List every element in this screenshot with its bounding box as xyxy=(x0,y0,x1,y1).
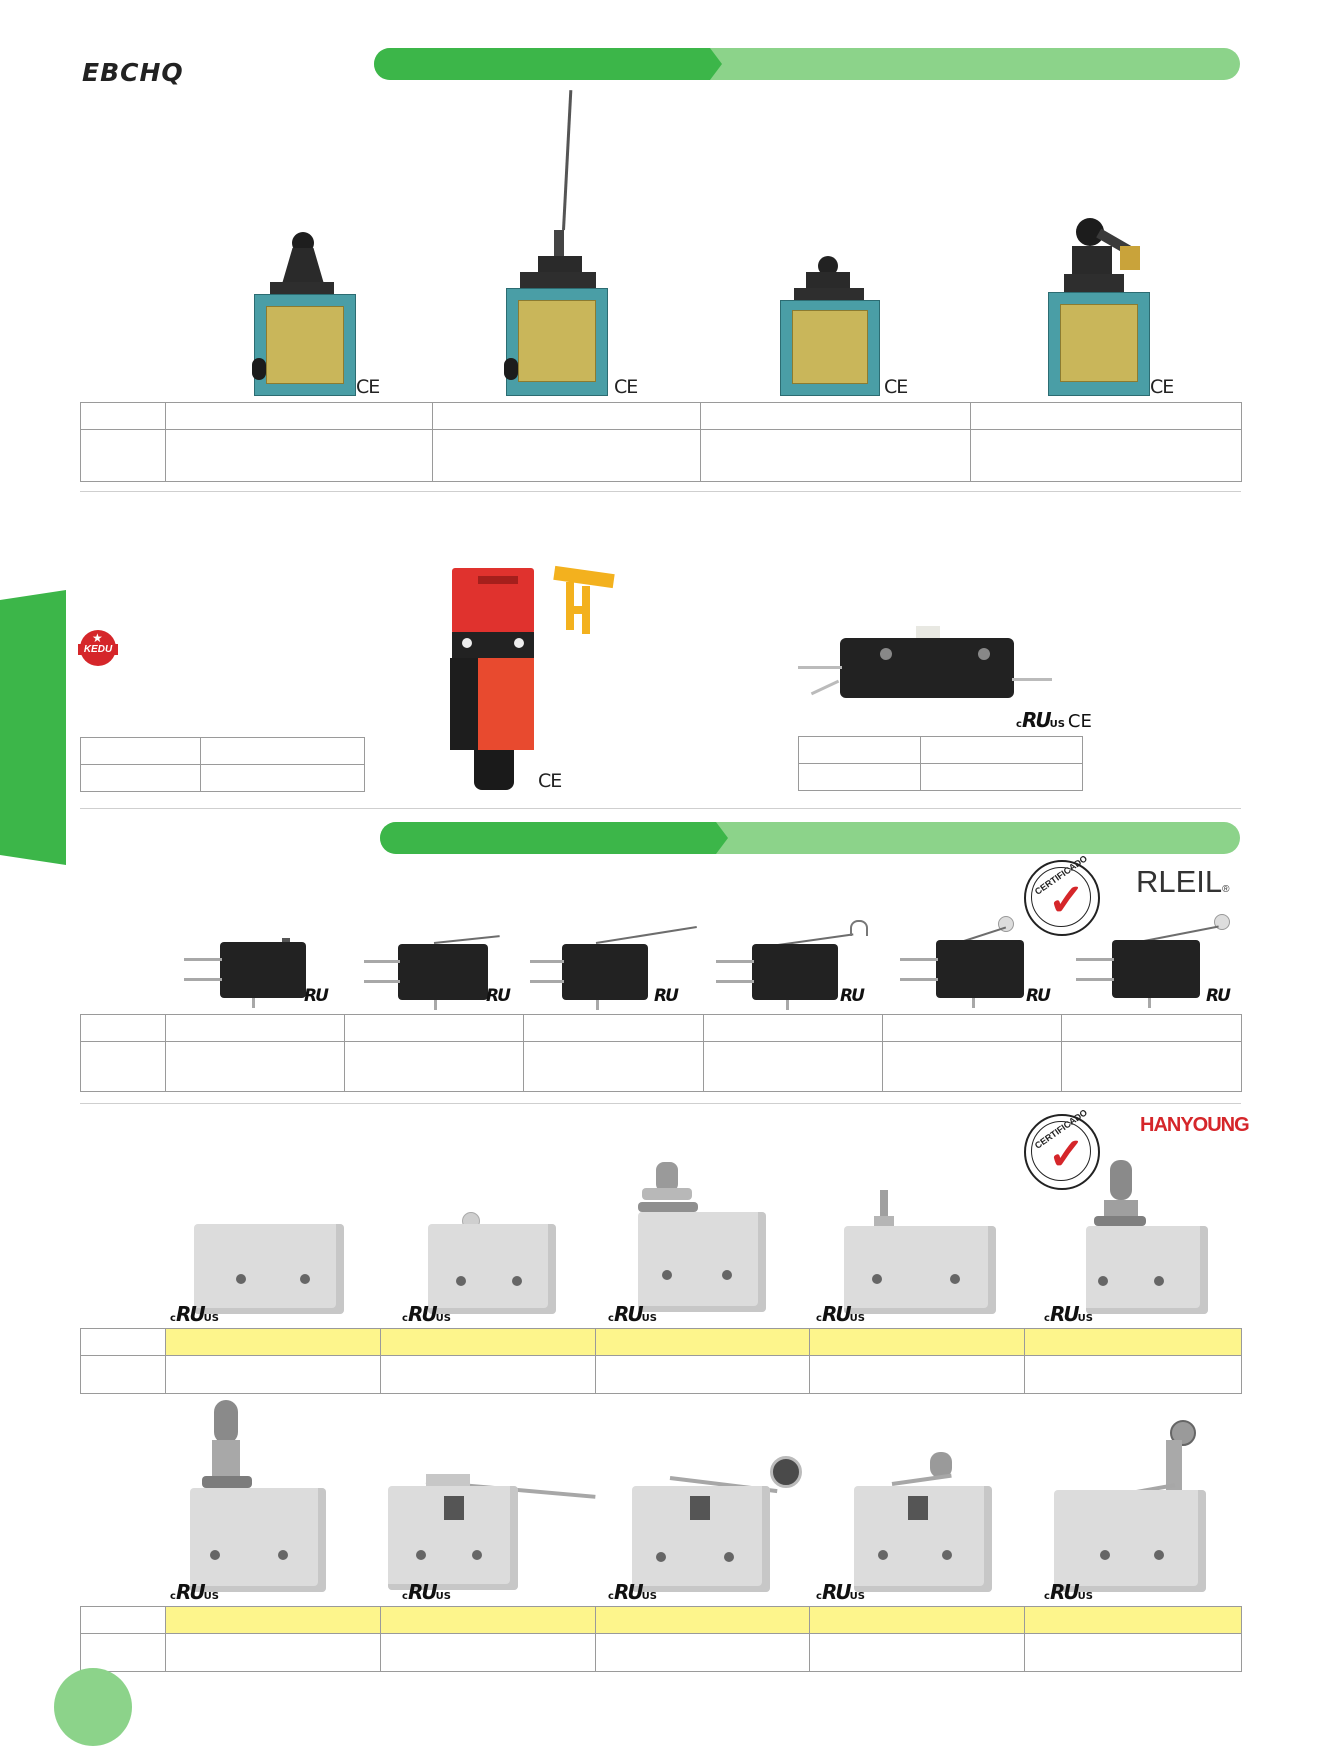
micro-switch-roller-lever-short xyxy=(900,914,1030,1008)
spec-table-kedu xyxy=(80,737,365,792)
certified-seal-icon: CERTIFICADO ✓ xyxy=(1022,853,1112,938)
section-divider xyxy=(80,808,1241,809)
micro-switch-roller-lever-grey xyxy=(630,1456,808,1596)
ul-mark: RU xyxy=(654,986,679,1006)
ul-mark: cRUUS xyxy=(170,1580,219,1604)
micro-switch-hinge-lever-grey xyxy=(386,1468,598,1596)
micro-switch-panel-plunger-grey xyxy=(636,1162,768,1318)
ul-mark: RU xyxy=(1026,986,1051,1006)
micro-switch-roller-lever-short-grey xyxy=(852,1452,994,1596)
limit-switch-roller-lever xyxy=(1046,216,1156,396)
certified-seal-icon: CERTIFICADO ✓ xyxy=(1022,1107,1112,1192)
micro-switch-hinge-lever-long xyxy=(530,922,700,1010)
side-tab xyxy=(0,590,66,865)
micro-switch-panel-roller-long-grey xyxy=(188,1400,328,1596)
ul-mark: cRUUS xyxy=(170,1302,219,1326)
ce-mark: CE xyxy=(356,376,380,398)
ul-mark: cRUUS xyxy=(816,1580,865,1604)
micro-switch-pin-plunger-grey xyxy=(192,1222,346,1318)
spec-table-hanyoung-row-a xyxy=(80,1328,1242,1394)
section-banner-limit-switches xyxy=(374,48,1240,80)
spec-table-micro-large xyxy=(798,736,1083,791)
page-number-badge xyxy=(54,1668,132,1746)
ce-mark: CE xyxy=(1150,376,1174,398)
spec-table-hanyoung-row-b xyxy=(80,1606,1242,1672)
ce-mark: CE xyxy=(884,376,908,398)
ul-mark: cRUUS xyxy=(1044,1302,1093,1326)
micro-switch-panel-roller-grey xyxy=(1084,1160,1210,1318)
brand-logo: EBCHQ xyxy=(82,58,184,87)
micro-switch-pin-plunger xyxy=(182,936,312,1008)
micro-switch-adjustable-roller-grey xyxy=(1052,1420,1210,1596)
micro-switch-hinge-lever-short xyxy=(364,930,504,1010)
section-divider xyxy=(80,1103,1241,1104)
micro-switch-large xyxy=(798,626,1054,702)
spec-table-limit-switches xyxy=(80,402,1242,482)
limit-switch-wobble-stick xyxy=(504,90,610,396)
spec-table-rleil xyxy=(80,1014,1242,1092)
ce-mark: CE xyxy=(614,376,638,398)
kedu-logo: ★ KEDU xyxy=(78,630,118,670)
ul-mark: cRUUS xyxy=(608,1302,657,1326)
micro-switch-long-plunger-grey xyxy=(842,1190,998,1318)
ul-mark: RU xyxy=(304,986,329,1006)
safety-key xyxy=(552,565,616,648)
ul-mark: cRUUS xyxy=(1044,1580,1093,1604)
ul-mark: cRUUS xyxy=(816,1302,865,1326)
ul-mark: cRUUS xyxy=(608,1580,657,1604)
rleil-logo: RLEIL® xyxy=(1136,864,1230,899)
micro-switch-simulated-roller xyxy=(716,918,872,1010)
micro-switch-roller-lever-long xyxy=(1076,914,1236,1008)
section-divider xyxy=(80,491,1241,492)
limit-switch-roller-plunger xyxy=(252,226,358,396)
kedu-text: KEDU xyxy=(78,644,118,655)
ul-mark: RU xyxy=(486,986,511,1006)
section-banner-micro-switches xyxy=(380,822,1240,854)
micro-switch-short-plunger-grey xyxy=(426,1212,558,1318)
ul-mark: RU xyxy=(1206,986,1231,1006)
ul-mark: cRUUS xyxy=(402,1302,451,1326)
hanyoung-logo: HANYOUNG xyxy=(1140,1114,1250,1136)
safety-interlock-switch xyxy=(448,566,538,792)
ul-mark: cRUUS xyxy=(402,1580,451,1604)
ul-mark: RU xyxy=(840,986,865,1006)
limit-switch-plunger xyxy=(778,256,880,396)
ce-mark: CE xyxy=(538,770,562,792)
